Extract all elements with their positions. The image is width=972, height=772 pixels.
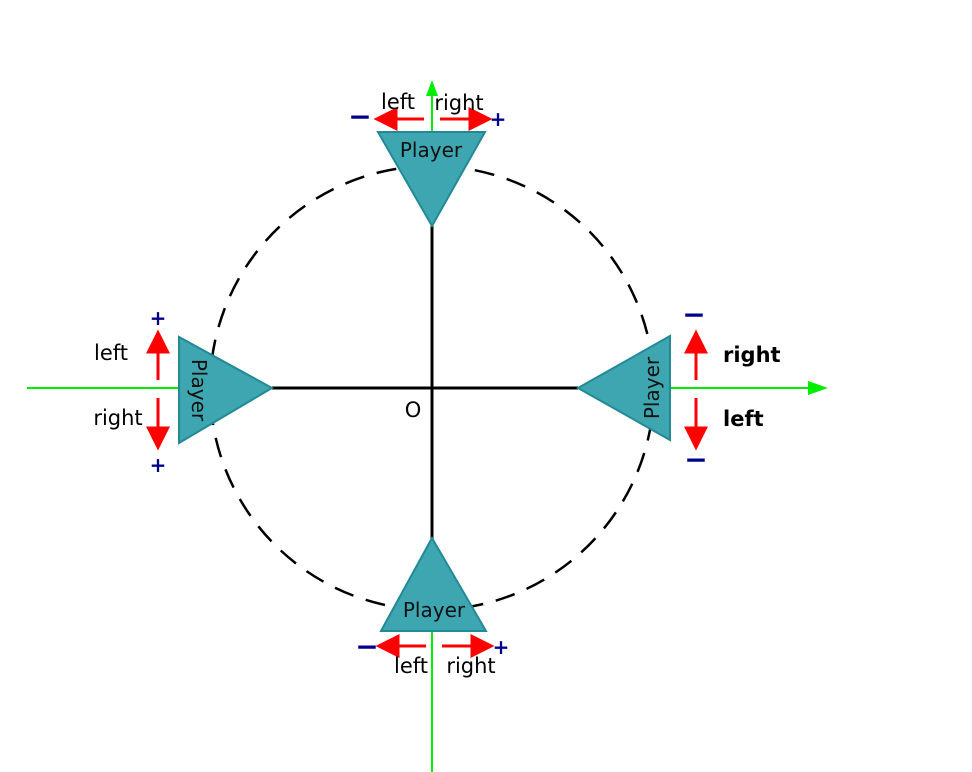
player-right-triangle (575, 334, 671, 442)
right-direction-indicators: right left − − (682, 298, 780, 476)
top-right-label: right (434, 91, 483, 115)
bottom-right-label: right (446, 654, 495, 678)
top-minus-sign: − (348, 100, 371, 133)
player-bottom-label: Player (403, 598, 466, 622)
axis-top-arrowhead (426, 80, 438, 96)
axis-right-arrowhead (808, 381, 828, 395)
player-top-label: Player (400, 138, 463, 162)
right-side-right-label: right (723, 343, 781, 367)
top-left-label: left (381, 90, 415, 114)
left-side-plus-bottom: + (150, 453, 167, 477)
player-right: Player (575, 334, 671, 442)
player-left: Player (178, 335, 275, 445)
bottom-minus-sign: − (355, 630, 378, 663)
top-direction-indicators: left right − + (348, 90, 506, 133)
origin-label: O (405, 398, 422, 422)
bottom-left-label: left (394, 654, 428, 678)
player-left-label: Player (187, 359, 211, 422)
top-plus-sign: + (490, 107, 507, 131)
player-bottom: Player (379, 535, 488, 632)
bottom-direction-indicators: left right − + (355, 630, 509, 678)
right-side-minus-top: − (682, 298, 705, 331)
player-top-triangle (376, 131, 487, 229)
player-top: Player (376, 131, 487, 229)
left-side-plus-top: + (150, 306, 167, 330)
left-side-right-label: right (93, 406, 142, 430)
player-right-label: Player (640, 356, 664, 419)
right-side-minus-bottom: − (684, 443, 707, 476)
player-left-triangle (178, 335, 275, 445)
left-side-left-label: left (94, 341, 128, 365)
left-direction-indicators: left right + + (93, 306, 170, 477)
player-bottom-triangle (379, 535, 488, 632)
bottom-plus-sign: + (493, 635, 510, 659)
right-side-left-label: left (723, 407, 764, 431)
